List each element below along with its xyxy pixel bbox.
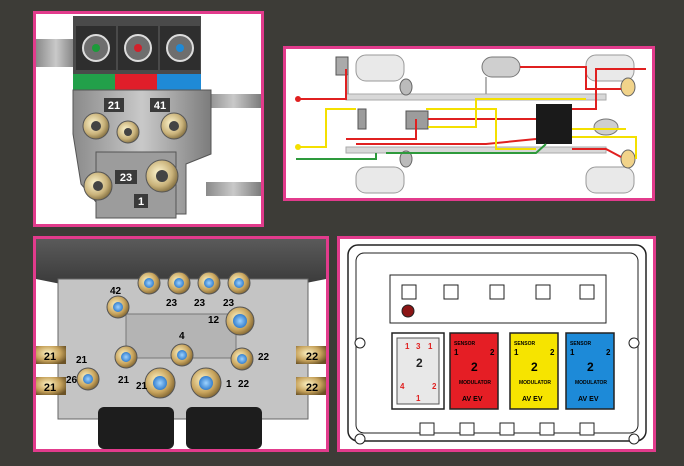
pin-label: 2 xyxy=(531,360,538,374)
pin-label: 1 xyxy=(514,348,519,357)
port-label: 21 xyxy=(136,381,148,392)
port-label: 21 xyxy=(76,355,88,366)
port-label: 42 xyxy=(110,286,122,297)
av-ev-label: AV EV xyxy=(462,396,483,403)
port-label: 1 xyxy=(138,196,144,208)
pin-label: 1 xyxy=(405,342,410,351)
port-label: 12 xyxy=(208,315,220,326)
side-port-label: 22 xyxy=(306,382,318,394)
port-label: 26 xyxy=(66,375,78,386)
valve-front-illustration: 21 21 22 22 42 23 23 23 12 4 21 26 21 1 … xyxy=(36,239,326,449)
connector-blue: SENSOR 1 2 2 MODULATOR AV EV xyxy=(565,332,615,410)
port-label: 23 xyxy=(166,298,178,309)
pin-label: 2 xyxy=(490,348,495,357)
pin-label: 2 xyxy=(606,348,611,357)
modulator-label: MODULATOR xyxy=(575,380,607,386)
port-label: 21 xyxy=(108,100,120,112)
modulator-label: MODULATOR xyxy=(519,380,551,386)
av-ev-label: AV EV xyxy=(578,396,599,403)
port-label: 23 xyxy=(223,298,235,309)
pin-label: 1 xyxy=(454,348,459,357)
valve-top-panel: 21 41 23 1 xyxy=(33,11,264,227)
side-port-label: 22 xyxy=(306,351,318,363)
port-label: 22 xyxy=(258,352,270,363)
av-ev-label: AV EV xyxy=(522,396,543,403)
valve-top-illustration: 21 41 23 1 xyxy=(36,14,261,224)
pin-label: 4 xyxy=(400,382,405,391)
side-port-label: 21 xyxy=(44,382,56,394)
ecu-connector-panel: 1 3 1 2 4 2 1 SENSOR 1 2 2 MODULATOR AV … xyxy=(337,236,656,452)
pin-label: 3 xyxy=(416,342,421,351)
pin-label: 2 xyxy=(550,348,555,357)
wiring-diagram-panel xyxy=(283,46,655,201)
valve-front-panel: 21 21 22 22 42 23 23 23 12 4 21 26 21 1 … xyxy=(33,236,329,452)
connector-yellow: SENSOR 1 2 2 MODULATOR AV EV xyxy=(509,332,559,410)
pin-label: 2 xyxy=(416,356,423,370)
port-label: 4 xyxy=(179,331,185,342)
sensor-label: SENSOR xyxy=(570,341,592,347)
port-label: 1 xyxy=(226,379,232,390)
sensor-label: SENSOR xyxy=(514,341,536,347)
port-label: 23 xyxy=(120,172,132,184)
pin-label: 2 xyxy=(471,360,478,374)
modulator-label: MODULATOR xyxy=(459,380,491,386)
port-label: 21 xyxy=(118,375,130,386)
pin-label: 2 xyxy=(432,382,437,391)
ecu-diagram: 1 3 1 2 4 2 1 SENSOR 1 2 2 MODULATOR AV … xyxy=(340,239,653,449)
pin-label: 1 xyxy=(570,348,575,357)
connector-white: 1 3 1 2 4 2 1 xyxy=(391,332,445,410)
connector-red: SENSOR 1 2 2 MODULATOR AV EV xyxy=(449,332,499,410)
port-label: 41 xyxy=(154,100,166,112)
pin-label: 1 xyxy=(416,394,421,403)
pin-label: 2 xyxy=(587,360,594,374)
port-label: 22 xyxy=(238,379,250,390)
pin-label: 1 xyxy=(428,342,433,351)
sensor-label: SENSOR xyxy=(454,341,476,347)
port-label: 23 xyxy=(194,298,206,309)
side-port-label: 21 xyxy=(44,351,56,363)
wiring-diagram xyxy=(286,49,652,198)
